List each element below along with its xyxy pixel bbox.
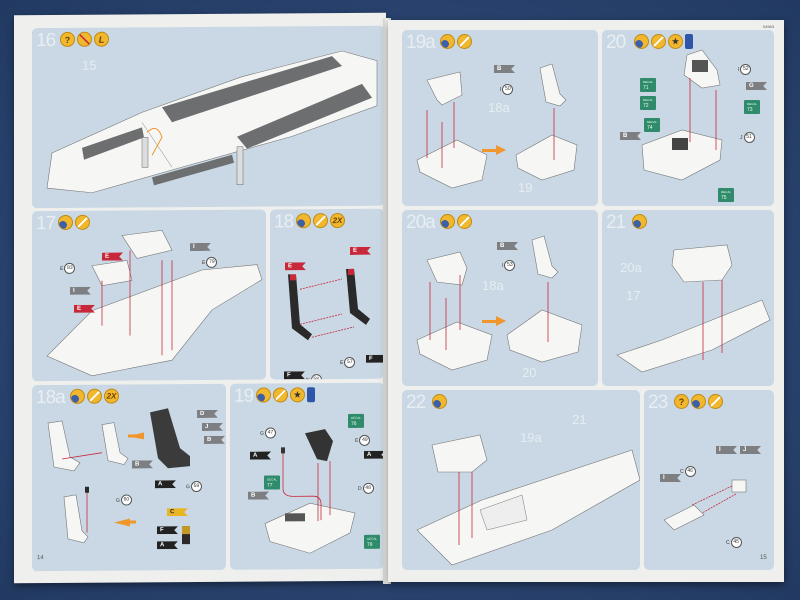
seat-install-drawing [416, 63, 578, 189]
ref-label: 20 [522, 365, 537, 380]
ref-label: 21 [572, 412, 587, 427]
book-spine [383, 18, 391, 584]
part-flag: B [497, 242, 518, 250]
decal-icon: ★ [668, 34, 683, 49]
part-flag: G [746, 82, 767, 90]
ref-label: 20a [620, 260, 642, 275]
glue-tube-icon [634, 34, 649, 49]
part-flag: I [660, 474, 681, 482]
step-number: 20a [406, 212, 436, 233]
question-icon: ? [674, 394, 689, 409]
cockpit-tub-drawing [264, 429, 356, 554]
glue-brush-icon [457, 34, 472, 49]
step-22-panel: 22 21 19a [402, 390, 640, 570]
fuselage-floor-drawing [416, 434, 640, 566]
part-number: N58 [306, 374, 322, 380]
ref-label: 18a [482, 278, 504, 293]
part-flag: B [494, 65, 515, 73]
instrument-panel-drawing [641, 49, 723, 181]
seat-install-drawing [416, 235, 583, 371]
step-number: 19a [406, 32, 436, 53]
paint-icon [685, 34, 693, 49]
glue-tube-icon [632, 214, 647, 229]
ejection-seat-drawing [47, 408, 190, 545]
part-flag: A [364, 451, 384, 459]
seat-rails-drawing [288, 268, 370, 341]
glue-tube-icon [691, 394, 706, 409]
kit-code: 04963 [762, 24, 774, 29]
step-number: 23 [648, 392, 668, 413]
cockpit-floor-drawing [46, 229, 263, 377]
step-number: 22 [406, 392, 426, 413]
step-21-panel: 21 20a 17 [602, 210, 774, 386]
part-flag: I [716, 446, 737, 454]
step-icons [440, 214, 472, 229]
glue-tube-icon [432, 394, 447, 409]
glue-brush-icon [708, 394, 723, 409]
glue-brush-icon [651, 34, 666, 49]
part-flag: B [620, 132, 641, 140]
step-16-panel: 16 ? L 15 [32, 25, 384, 209]
ref-label: 18a [488, 100, 510, 115]
step-18-panel: 18 2X E E F N58 E57 F [270, 208, 384, 380]
part-flag: F [366, 355, 384, 363]
ref-label: 19a [520, 430, 542, 445]
step-number: 21 [606, 212, 626, 233]
aircraft-underside-drawing [46, 50, 378, 194]
canopy-part-drawing [663, 479, 747, 531]
glue-tube-icon [440, 214, 455, 229]
step-icons: ★ [634, 34, 693, 49]
glue-tube-icon [440, 34, 455, 49]
page-number: 14 [37, 555, 44, 562]
left-page: 04963 16 ? L 15 17 [14, 12, 386, 584]
ref-label: 17 [626, 288, 641, 303]
ref-label: 19 [518, 180, 533, 195]
page-number: 15 [760, 555, 767, 561]
step-icons [632, 214, 647, 229]
step-icons: ? [674, 394, 723, 409]
floor-install-drawing [616, 244, 771, 373]
step-number: 20 [606, 32, 626, 53]
step-icons [432, 394, 447, 409]
glue-brush-icon [457, 214, 472, 229]
step-icons [440, 34, 472, 49]
part-flag: J [740, 446, 761, 454]
